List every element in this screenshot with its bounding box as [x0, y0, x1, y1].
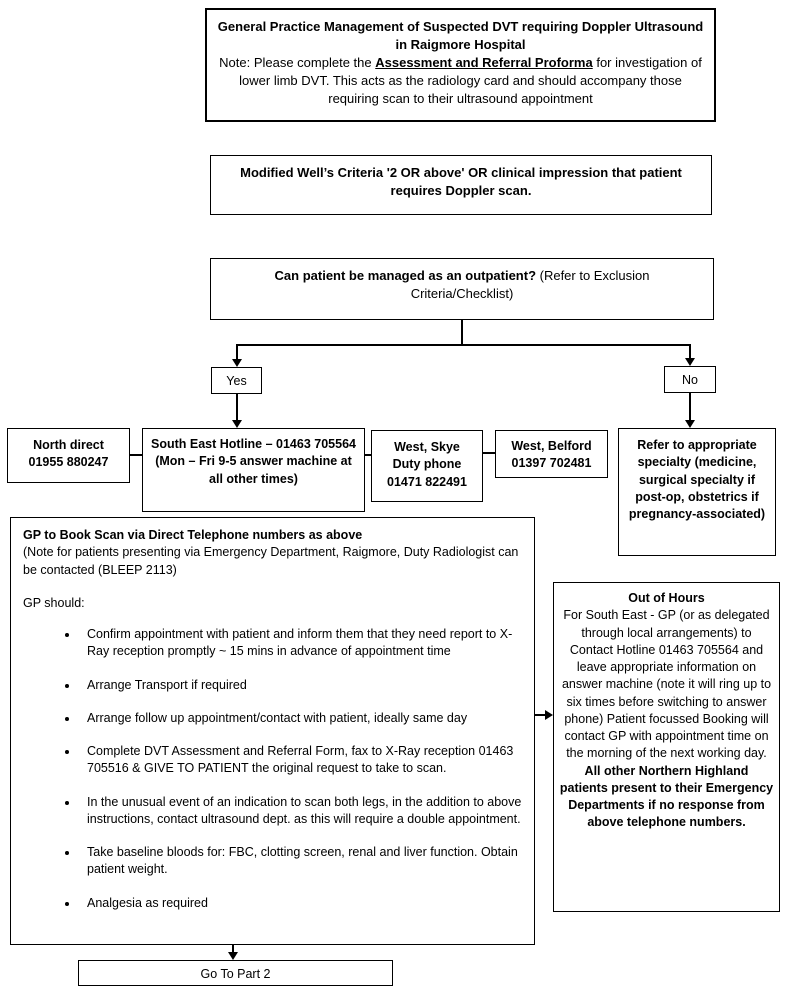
wells-criteria-box: Modified Well’s Criteria '2 OR above' OR… — [210, 155, 712, 215]
proforma-reference: Assessment and Referral Proforma — [375, 54, 593, 70]
gp-intro: GP should: — [23, 595, 85, 610]
north-direct-box: North direct 01955 880247 — [7, 428, 130, 483]
outpatient-detail: (Refer to Exclusion Criteria/Checklist) — [410, 268, 650, 301]
arrow-down-icon — [685, 420, 695, 428]
gp-bullet-item: Complete DVT Assessment and Referral For… — [79, 743, 522, 778]
arrow-right-icon — [545, 710, 553, 720]
connector-outpatient-stem — [461, 320, 463, 346]
note-prefix: Note: Please complete the — [219, 54, 376, 70]
west-skye-line1: West, Skye — [394, 440, 460, 454]
west-skye-box: West, Skye Duty phone 01471 822491 — [371, 430, 483, 502]
refer-specialty-text: Refer to appropriate specialty (medicine… — [628, 438, 766, 521]
west-skye-line2: Duty phone — [392, 457, 462, 472]
arrow-down-icon — [228, 952, 238, 960]
connector-skye-belford — [483, 452, 495, 454]
title-box: General Practice Management of Suspected… — [205, 8, 716, 122]
connector-yes-to-hotline — [236, 394, 238, 420]
north-direct-number: 01955 880247 — [28, 455, 109, 470]
ooh-emphasis: All other Northern Highland patients pre… — [559, 763, 774, 830]
southeast-hotline-box: South East Hotline – 01463 705564 (Mon –… — [142, 428, 365, 512]
connector-north-southeast — [130, 454, 142, 456]
outpatient-question-box: Can patient be managed as an outpatient?… — [210, 258, 714, 320]
arrow-down-icon — [232, 420, 242, 428]
note-suffix: for investigation of lower limb DVT. Thi… — [239, 54, 702, 106]
ooh-title: Out of Hours — [628, 591, 705, 605]
gp-heading: GP to Book Scan via Direct Telephone num… — [23, 528, 363, 542]
connector-southeast-skye — [365, 454, 371, 456]
gp-bullet-item: Take baseline bloods for: FBC, clotting … — [79, 844, 522, 879]
arrow-down-icon — [232, 359, 242, 367]
yes-label: Yes — [226, 374, 247, 388]
gp-bullet-item: Analgesia as required — [79, 895, 522, 912]
north-direct-line1: North direct — [33, 438, 104, 452]
west-belford-line1: West, Belford — [511, 439, 592, 453]
connector-no-to-refer — [689, 393, 691, 420]
west-belford-box: West, Belford 01397 702481 — [495, 430, 608, 478]
gp-bullet-list: Confirm appointment with patient and inf… — [23, 626, 522, 912]
connector-gp-to-part2 — [232, 945, 234, 953]
connector-no-drop — [689, 344, 691, 358]
ooh-body: For South East - GP (or as delegated thr… — [561, 608, 772, 761]
refer-specialty-box: Refer to appropriate specialty (medicine… — [618, 428, 776, 556]
west-belford-number: 01397 702481 — [511, 456, 592, 471]
gp-bullet-item: Confirm appointment with patient and inf… — [79, 626, 522, 661]
outpatient-question: Can patient be managed as an outpatient? — [274, 268, 537, 283]
yes-box: Yes — [211, 367, 262, 394]
go-to-part2-box: Go To Part 2 — [78, 960, 393, 986]
arrow-down-icon — [685, 358, 695, 366]
gp-bullet-item: Arrange Transport if required — [79, 677, 522, 694]
gp-bullet-item: Arrange follow up appointment/contact wi… — [79, 710, 522, 727]
go-to-part2-label: Go To Part 2 — [200, 967, 271, 981]
out-of-hours-box: Out of Hours For South East - GP (or as … — [553, 582, 780, 912]
southeast-hotline-text: South East Hotline – 01463 705564 (Mon –… — [151, 437, 356, 486]
no-label: No — [682, 373, 698, 387]
west-skye-number: 01471 822491 — [387, 474, 467, 489]
gp-instructions-box: GP to Book Scan via Direct Telephone num… — [10, 517, 535, 945]
connector-gp-to-ooh — [535, 714, 546, 716]
connector-branch-bar — [237, 344, 691, 346]
gp-note: (Note for patients presenting via Emerge… — [23, 545, 519, 577]
gp-bullet-item: In the unusual event of an indication to… — [79, 794, 522, 829]
flowchart-title: General Practice Management of Suspected… — [217, 19, 704, 52]
connector-yes-drop — [236, 344, 238, 360]
no-box: No — [664, 366, 716, 393]
title-note: Note: Please complete the Assessment and… — [213, 54, 708, 108]
wells-criteria-text: Modified Well’s Criteria '2 OR above' OR… — [240, 165, 682, 198]
